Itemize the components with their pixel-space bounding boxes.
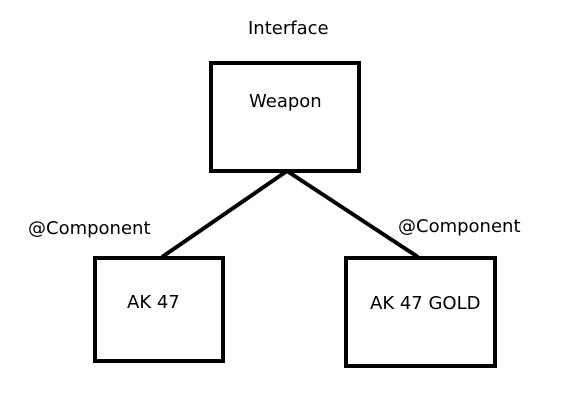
ak47-gold-box: AK 47 GOLD: [344, 256, 497, 368]
connector-right: [285, 169, 420, 259]
connector-left: [160, 169, 289, 259]
weapon-box: Weapon: [209, 61, 361, 173]
right-component-annotation: @Component: [398, 216, 521, 237]
weapon-label: Weapon: [249, 91, 322, 112]
ak47-gold-label: AK 47 GOLD: [370, 293, 481, 314]
interface-annotation: Interface: [248, 18, 329, 39]
ak47-label: AK 47: [127, 292, 180, 313]
left-component-annotation: @Component: [28, 218, 151, 239]
ak47-box: AK 47: [93, 256, 225, 363]
